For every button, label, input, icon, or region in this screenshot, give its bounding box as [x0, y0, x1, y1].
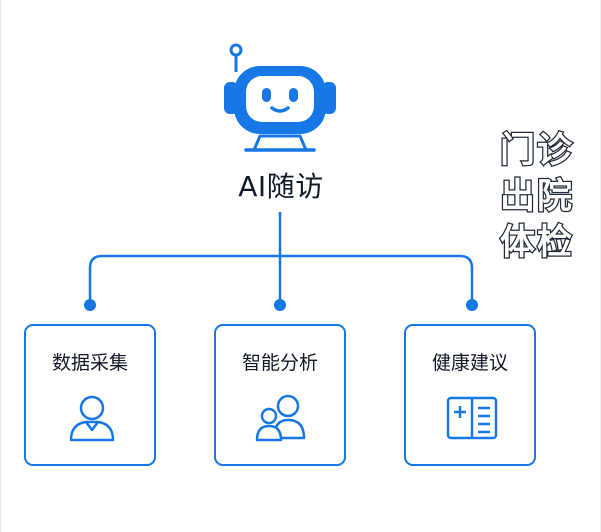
card-health-advice: 健康建议	[404, 324, 536, 466]
robot-icon	[224, 43, 336, 152]
person-icon	[69, 395, 115, 442]
side-tag-outpatient: 门诊	[499, 130, 574, 173]
card-label: 健康建议	[431, 352, 508, 374]
side-tag-discharge: 出院	[499, 176, 574, 219]
side-tag-checkup: 体检	[499, 222, 574, 265]
connector-dot-right	[466, 299, 478, 311]
book-plus-icon	[446, 396, 498, 440]
card-label: 数据采集	[51, 352, 128, 374]
diagram-title: AI随访	[238, 170, 324, 203]
card-data-collection: 数据采集	[24, 324, 156, 466]
people-icon	[255, 394, 306, 442]
card-label: 智能分析	[241, 352, 318, 374]
connector-dot-center	[274, 299, 286, 311]
side-tags: 门诊 出院 体检	[494, 128, 580, 266]
card-smart-analysis: 智能分析	[214, 324, 346, 466]
left-border	[0, 0, 1, 532]
connector-dot-left	[84, 299, 96, 311]
